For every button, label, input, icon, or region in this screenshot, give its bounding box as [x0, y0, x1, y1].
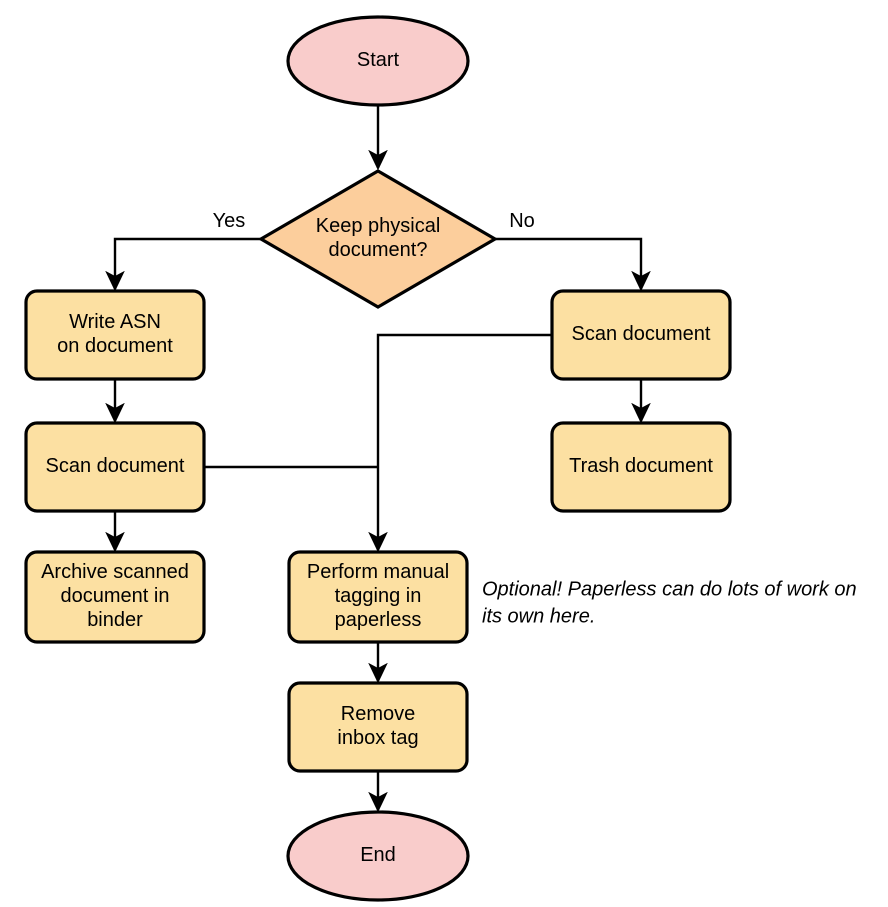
process-shape[interactable] [550, 421, 732, 513]
annotation-optional-note: Optional! Paperless can do lots of work … [482, 579, 857, 628]
edge-layer: Yes No [105, 106, 651, 813]
process-shape[interactable] [24, 550, 206, 644]
node-label-start: Start [357, 49, 400, 71]
process-shape[interactable] [550, 289, 732, 381]
process-shape[interactable] [24, 289, 206, 381]
node-trash[interactable]: Trash document [550, 421, 732, 513]
node-label-end: End [360, 844, 396, 866]
edge-decision-yes-to-write-asn: Yes [105, 210, 261, 292]
annotation-layer: Optional! Paperless can do lots of work … [482, 579, 857, 628]
terminator-shape[interactable] [286, 810, 470, 902]
process-shape[interactable] [24, 421, 206, 513]
node-scan-right[interactable]: Scan document [550, 289, 732, 381]
edge-path [495, 237, 651, 292]
process-shape[interactable] [287, 550, 469, 644]
node-label-trash: Trash document [569, 455, 713, 477]
edge-path [105, 237, 261, 292]
edge-scan-right-to-manual-tagging [368, 333, 552, 553]
node-label-scan-left: Scan document [46, 455, 185, 477]
edge-path [368, 333, 552, 553]
node-start[interactable]: Start [286, 15, 470, 107]
node-scan-left[interactable]: Scan document [24, 421, 206, 513]
terminator-shape[interactable] [286, 15, 470, 107]
decision-shape[interactable] [257, 169, 499, 309]
edge-decision-no-to-scan-right: No [495, 210, 651, 292]
edge-label-decision-no-to-scan-right: No [509, 210, 535, 232]
edge-label-decision-yes-to-write-asn: Yes [213, 210, 246, 232]
node-label-scan-right: Scan document [572, 323, 711, 345]
node-end[interactable]: End [286, 810, 470, 902]
process-shape[interactable] [287, 681, 469, 773]
